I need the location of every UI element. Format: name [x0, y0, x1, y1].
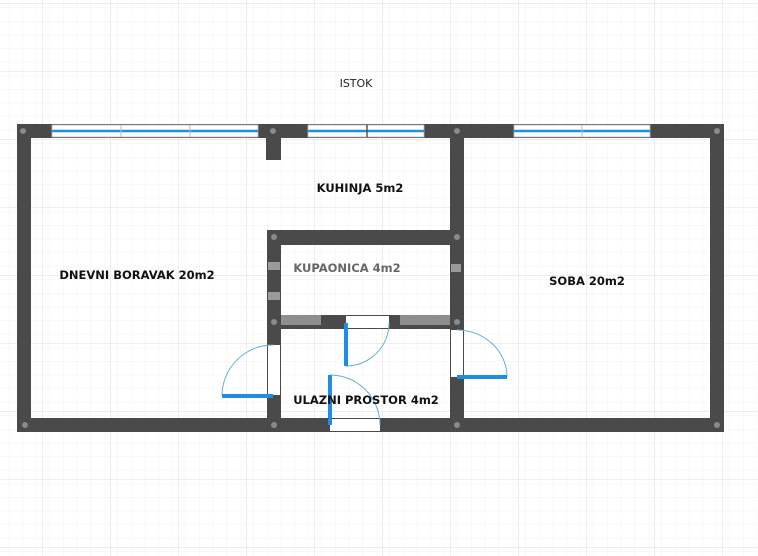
orientation-label: ISTOK [340, 77, 374, 90]
door-bedroom [456, 329, 508, 379]
room-label-kitchen: KUHINJA 5m2 [317, 181, 404, 195]
door-entrance [328, 374, 381, 426]
door-living [221, 344, 274, 398]
room-label-bedroom: SOBA 20m2 [549, 274, 625, 288]
room-label-bathroom: KUPAONICA 4m2 [293, 261, 400, 275]
doors [221, 322, 508, 426]
door-bathroom [344, 322, 390, 367]
room-label-entrance: ULAZNI PROSTOR 4m2 [293, 393, 439, 407]
windows [51, 124, 651, 138]
wall-nodes [20, 128, 720, 428]
room-label-living: DNEVNI BORAVAK 20m2 [59, 268, 214, 282]
door-openings [268, 316, 463, 431]
